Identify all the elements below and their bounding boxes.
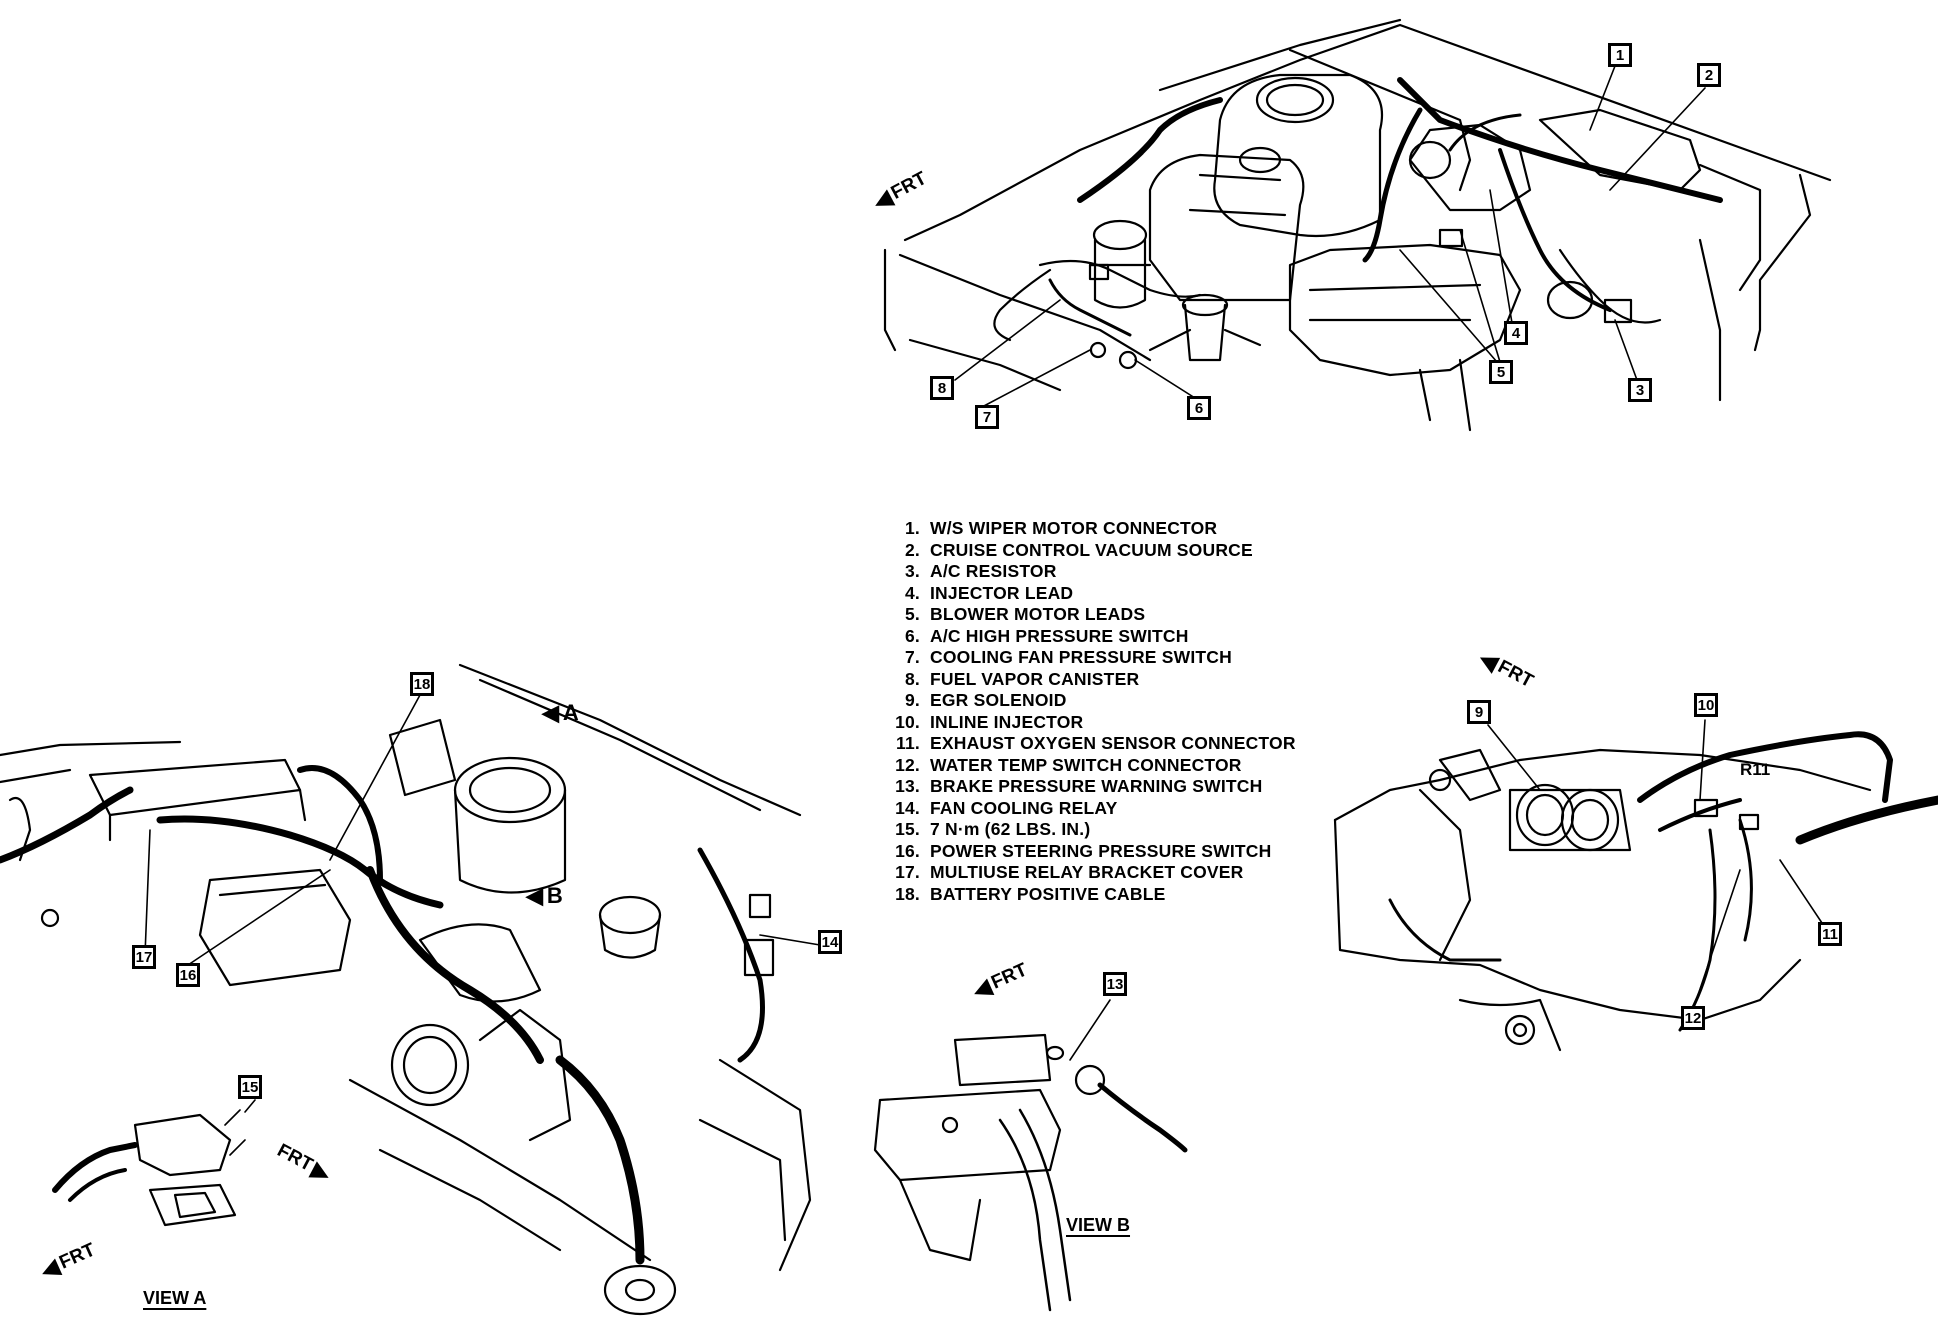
legend-text: INLINE INJECTOR — [930, 711, 1084, 732]
legend-item: 5. BLOWER MOTOR LEADS — [890, 604, 1296, 626]
legend-number: 8. — [905, 668, 920, 689]
top-engine-bay-drawing — [883, 18, 1832, 432]
view-a-pointer: ◀A — [542, 700, 579, 725]
legend-text: FAN COOLING RELAY — [930, 797, 1118, 818]
legend-text: CRUISE CONTROL VACUUM SOURCE — [930, 539, 1253, 560]
legend-item: 2. CRUISE CONTROL VACUUM SOURCE — [890, 540, 1296, 562]
legend-number: 1. — [905, 518, 920, 538]
legend-item: 1. W/S WIPER MOTOR CONNECTOR — [890, 518, 1296, 540]
callout-9: 9 — [1467, 700, 1491, 724]
legend-number: 16. — [895, 840, 920, 861]
callout-18: 18 — [410, 672, 434, 696]
legend-item: 13. BRAKE PRESSURE WARNING SWITCH — [890, 776, 1296, 798]
legend-text: COOLING FAN PRESSURE SWITCH — [930, 647, 1232, 667]
legend-item: 11. EXHAUST OXYGEN SENSOR CONNECTOR — [890, 733, 1296, 755]
view-b-label: VIEW B — [1066, 1215, 1131, 1235]
callout-6: 6 — [1187, 396, 1211, 420]
legend-number: 18. — [895, 883, 920, 904]
callout-1: 1 — [1608, 43, 1632, 67]
callout-17: 17 — [132, 945, 156, 969]
callout-8: 8 — [930, 376, 954, 400]
callout-12: 12 — [1681, 1006, 1705, 1030]
legend-text: MULTIUSE RELAY BRACKET COVER — [930, 862, 1244, 882]
parts-legend: 1. W/S WIPER MOTOR CONNECTOR 2. CRUISE CON… — [890, 518, 1296, 905]
legend-item: 8. FUEL VAPOR CANISTER — [890, 669, 1296, 691]
legend-text: WATER TEMP SWITCH CONNECTOR — [930, 754, 1242, 775]
legend-number: 4. — [905, 582, 920, 603]
legend-number: 14. — [895, 797, 920, 818]
callout-10: 10 — [1694, 693, 1718, 717]
view-a-label: VIEW A — [143, 1288, 207, 1308]
callout-5: 5 — [1489, 360, 1513, 384]
legend-item: 9. EGR SOLENOID — [890, 690, 1296, 712]
callout-7: 7 — [975, 405, 999, 429]
legend-number: 9. — [905, 690, 920, 710]
legend-item: 3. A/C RESISTOR — [890, 561, 1296, 583]
legend-number: 10. — [895, 711, 920, 732]
embossed-text: R11 — [1740, 760, 1771, 779]
legend-number: 12. — [895, 754, 920, 775]
legend-item: 4. INJECTOR LEAD — [890, 583, 1296, 605]
legend-item: 12. WATER TEMP SWITCH CONNECTOR — [890, 755, 1296, 777]
legend-item: 7. COOLING FAN PRESSURE SWITCH — [890, 647, 1296, 669]
legend-text: INJECTOR LEAD — [930, 582, 1074, 603]
legend-text: EXHAUST OXYGEN SENSOR CONNECTOR — [930, 733, 1296, 753]
view-pointer-arrow-icon: ◀ — [526, 883, 543, 908]
legend-number: 17. — [895, 862, 920, 882]
view-b-drawing — [873, 999, 1188, 1312]
callout-2: 2 — [1697, 63, 1721, 87]
legend-item: 10. INLINE INJECTOR — [890, 712, 1296, 734]
legend-item: 17. MULTIUSE RELAY BRACKET COVER — [890, 862, 1296, 884]
legend-item: 15. 7 N·m (62 LBS. IN.) — [890, 819, 1296, 841]
callout-15: 15 — [238, 1075, 262, 1099]
legend-number: 15. — [895, 819, 920, 839]
legend-number: 5. — [905, 604, 920, 624]
legend-text: 7 N·m (62 LBS. IN.) — [930, 819, 1091, 839]
callout-13: 13 — [1103, 972, 1127, 996]
callout-14: 14 — [818, 930, 842, 954]
legend-item: 6. A/C HIGH PRESSURE SWITCH — [890, 626, 1296, 648]
callout-4: 4 — [1504, 321, 1528, 345]
legend-number: 11. — [896, 733, 920, 753]
legend-text: POWER STEERING PRESSURE SWITCH — [930, 840, 1272, 861]
legend-number: 7. — [905, 647, 920, 667]
legend-text: A/C RESISTOR — [930, 561, 1057, 581]
legend-text: BRAKE PRESSURE WARNING SWITCH — [930, 776, 1263, 796]
legend-item: 14. FAN COOLING RELAY — [890, 798, 1296, 820]
legend-item: 18. BATTERY POSITIVE CABLE — [890, 884, 1296, 906]
legend-text: BLOWER MOTOR LEADS — [930, 604, 1146, 624]
left-engine-bay-drawing — [0, 663, 821, 1316]
legend-item: 16. POWER STEERING PRESSURE SWITCH — [890, 841, 1296, 863]
legend-text: EGR SOLENOID — [930, 690, 1067, 710]
view-pointer-arrow-icon: ◀ — [542, 700, 559, 725]
callout-16: 16 — [176, 963, 200, 987]
right-engine-drawing — [1333, 719, 1938, 1052]
view-a-drawing — [52, 1099, 256, 1227]
legend-text: FUEL VAPOR CANISTER — [930, 668, 1140, 689]
legend-number: 3. — [905, 561, 920, 581]
view-b-pointer: ◀B — [526, 883, 563, 908]
legend-number: 2. — [905, 539, 920, 560]
legend-text: BATTERY POSITIVE CABLE — [930, 883, 1166, 904]
legend-number: 6. — [905, 625, 920, 646]
legend-text: W/S WIPER MOTOR CONNECTOR — [930, 518, 1218, 538]
legend-number: 13. — [895, 776, 920, 796]
callout-11: 11 — [1818, 922, 1842, 946]
legend-text: A/C HIGH PRESSURE SWITCH — [930, 625, 1189, 646]
callout-3: 3 — [1628, 378, 1652, 402]
